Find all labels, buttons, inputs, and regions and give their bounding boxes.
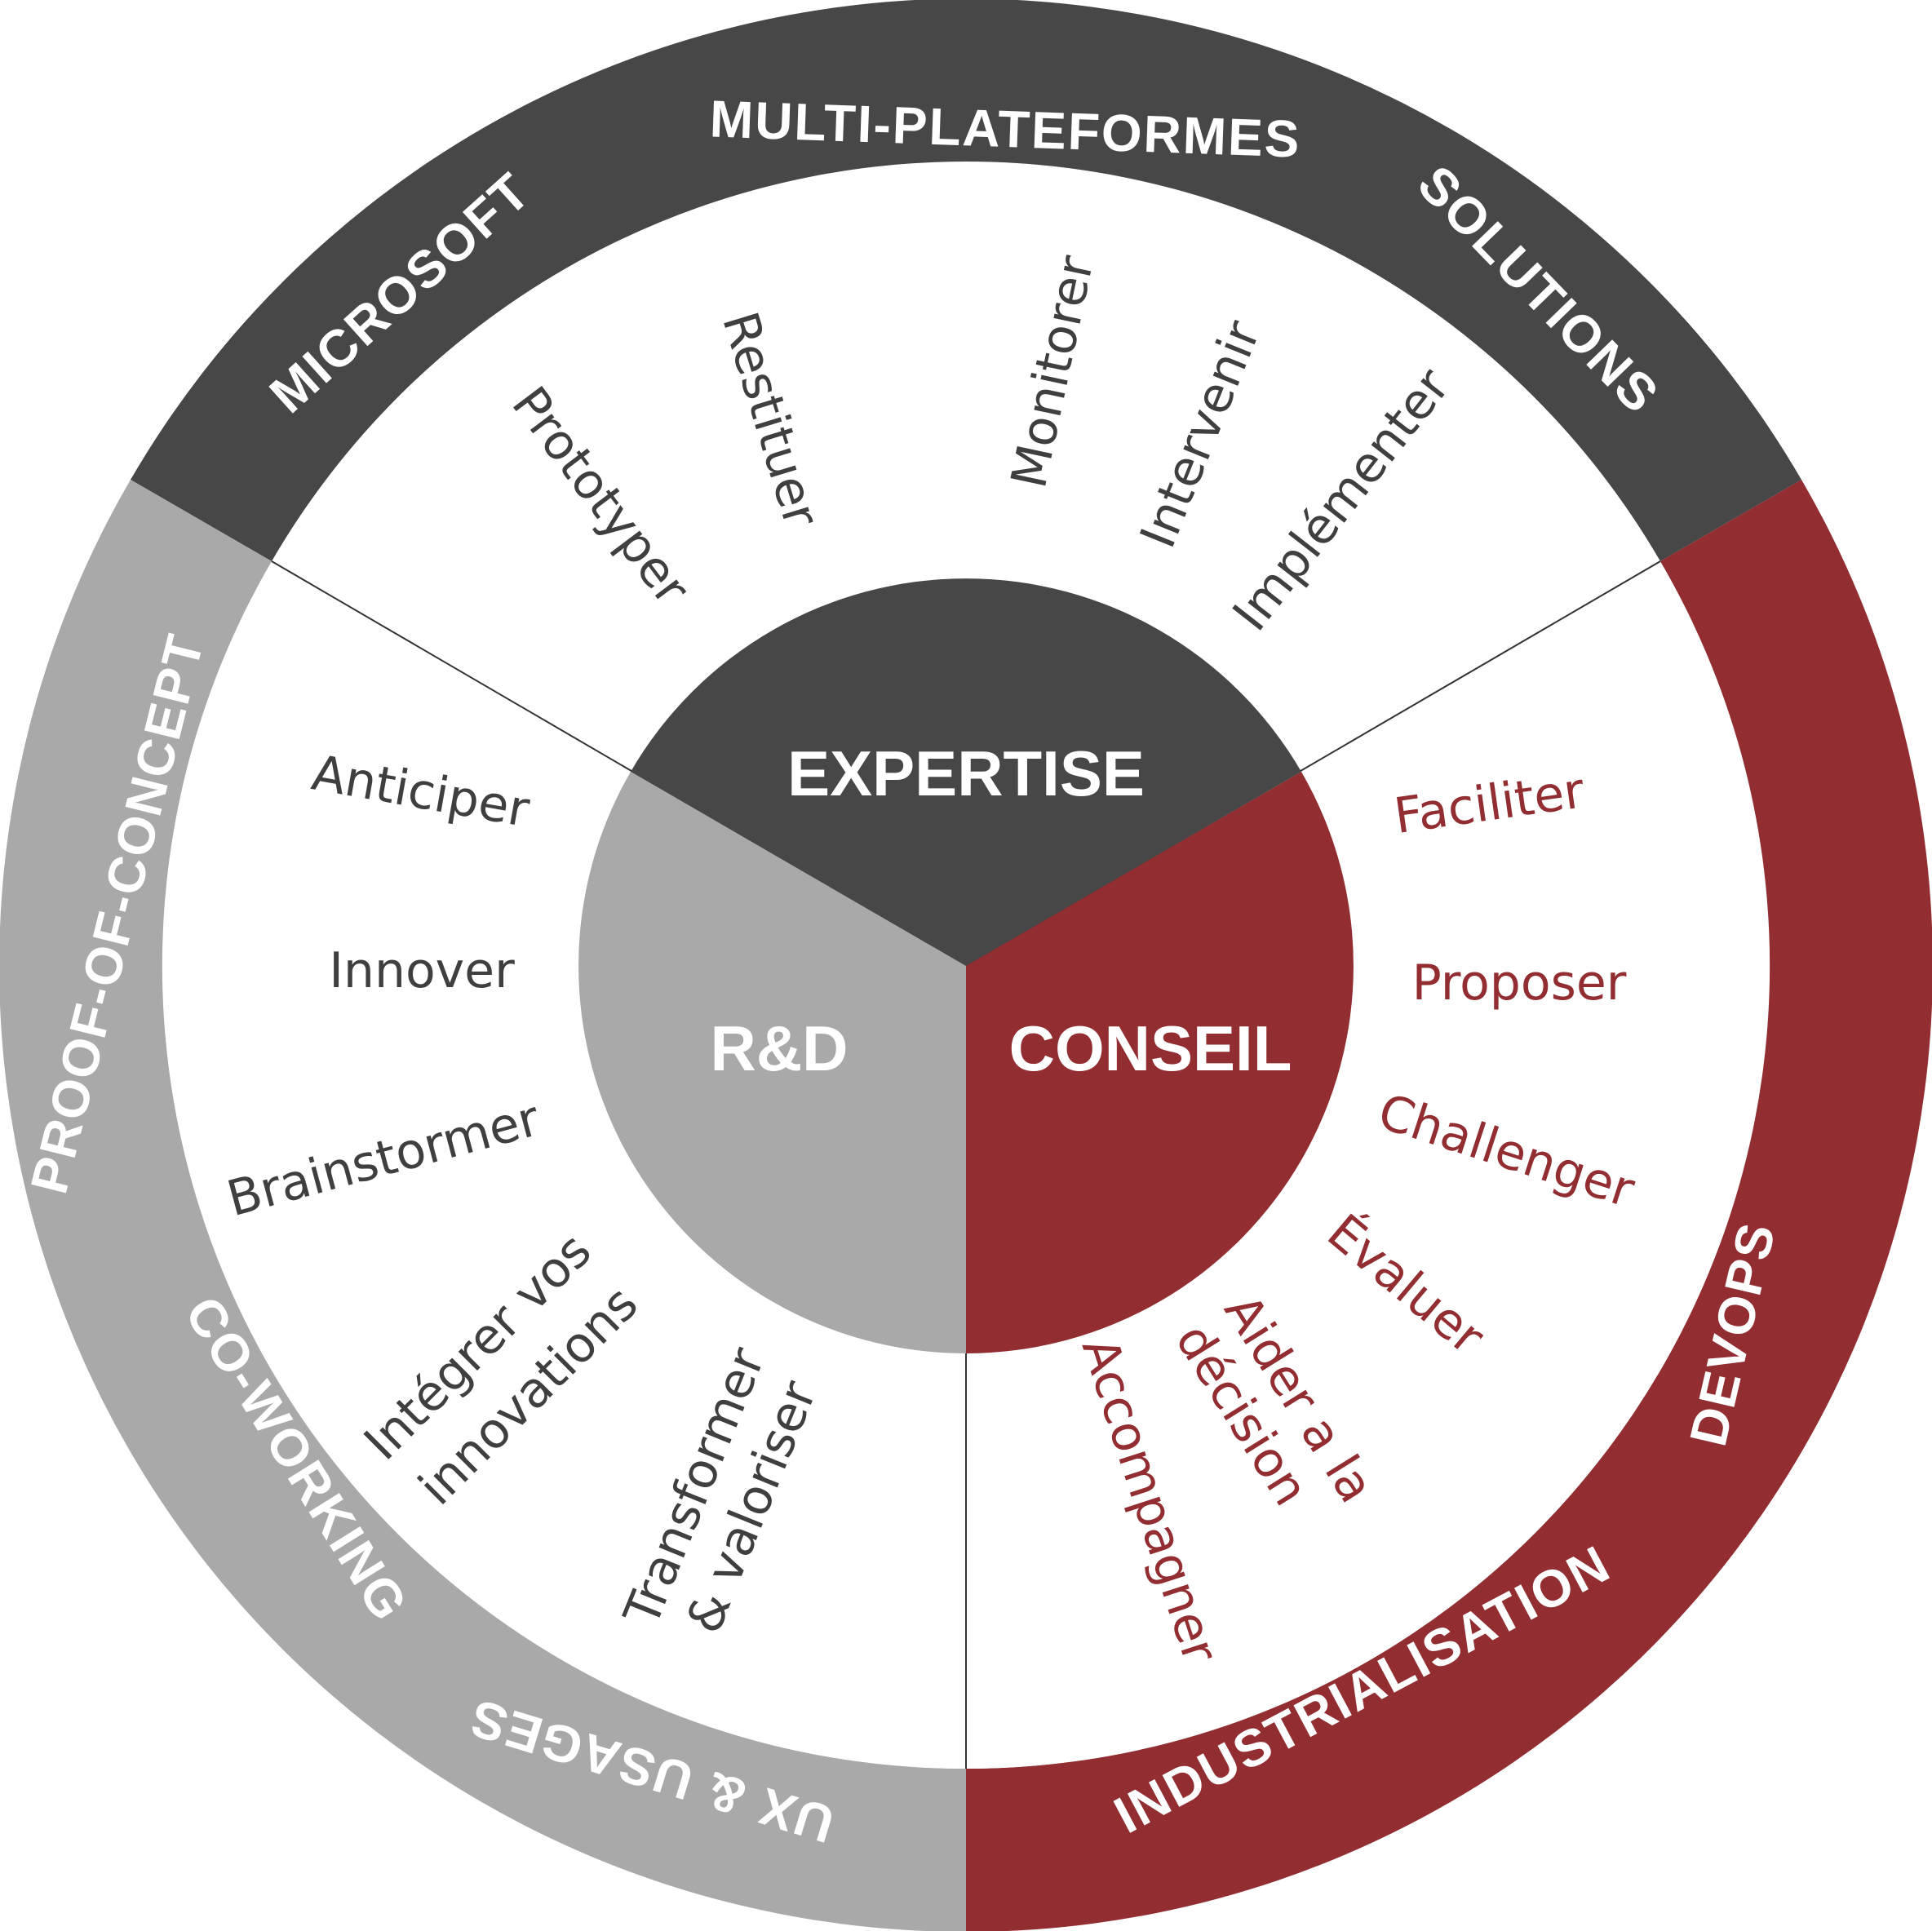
verb-innover: Innover <box>329 942 515 999</box>
hub-sector-expertise <box>631 578 1301 966</box>
hub-label-conseil: CONSEIL <box>1009 1012 1292 1084</box>
ring-sector-conseil <box>966 480 1932 1931</box>
ring-sector-rd <box>0 480 966 1931</box>
hub-label-rd: R&D <box>711 1012 849 1084</box>
ring-sector-expertise <box>131 0 1801 561</box>
hub-label-expertise: EXPERTISE <box>787 737 1145 809</box>
hub-sector-rd <box>578 772 966 1353</box>
verb-proposer: Proposer <box>1412 954 1627 1012</box>
hub-sector-conseil <box>966 772 1354 1353</box>
